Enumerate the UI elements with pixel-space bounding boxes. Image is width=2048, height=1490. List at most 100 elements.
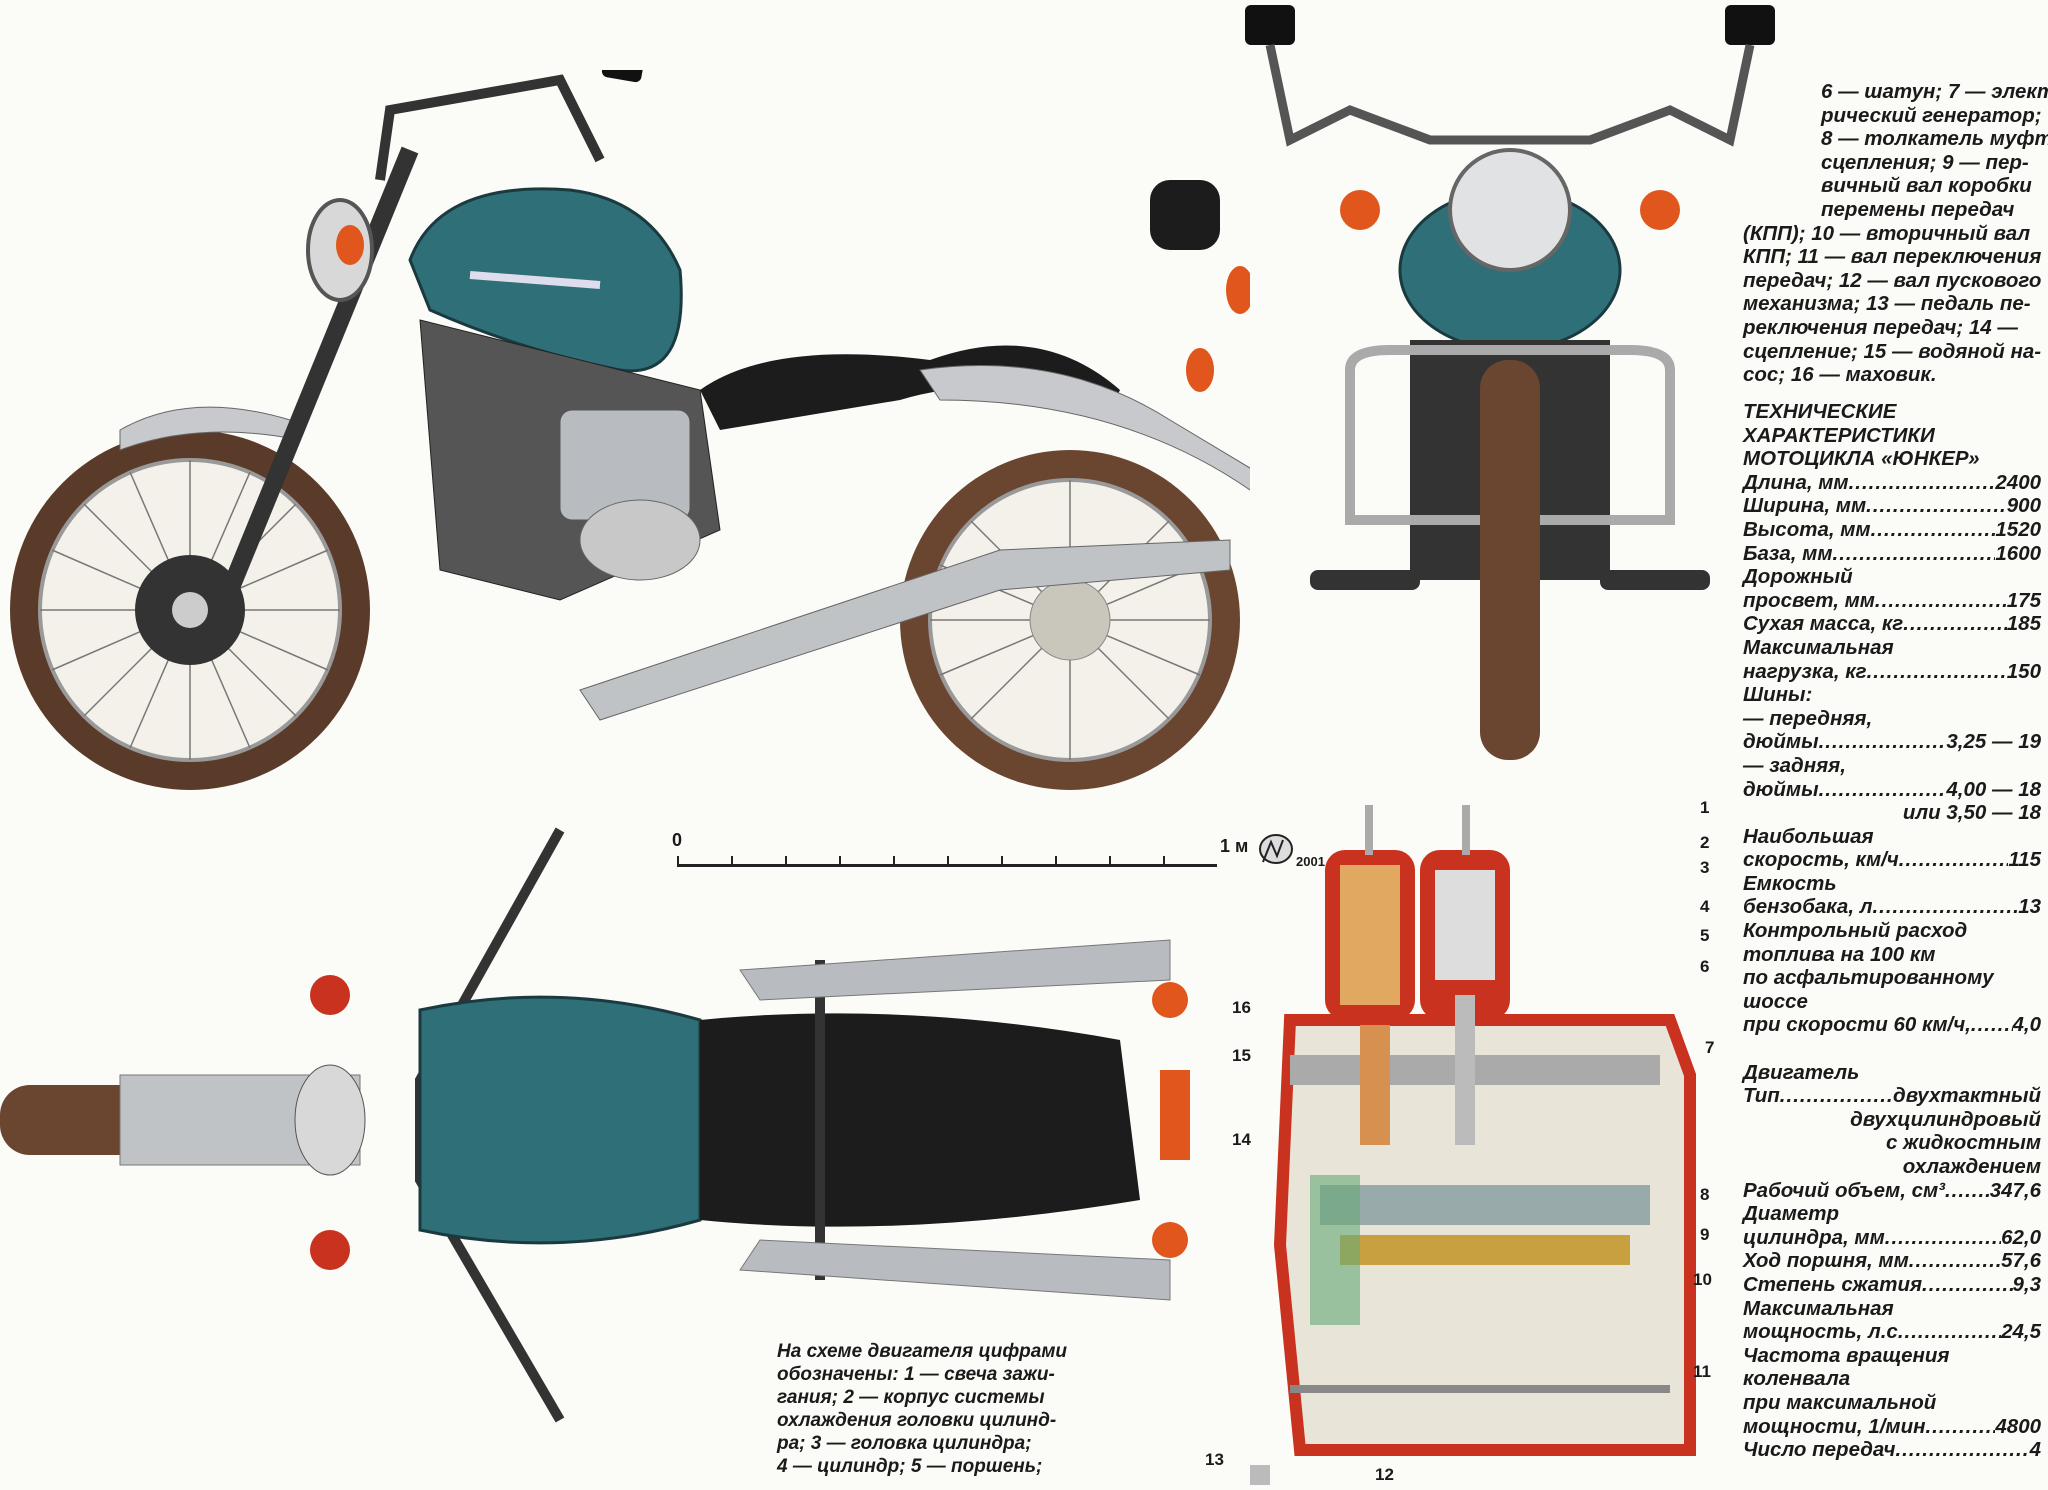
spec-wheelbase: База, мм1600 [1743, 542, 2041, 566]
spec-type-line: с жидкостным [1886, 1131, 2041, 1155]
engine-label-3: 3 [1700, 858, 1710, 877]
engine-label-7: 7 [1705, 1038, 1715, 1057]
engine-label-6: 6 [1700, 957, 1710, 976]
spec-stroke: Ход поршня, мм57,6 [1743, 1249, 2041, 1273]
spec-compression: Степень сжатия9,3 [1743, 1273, 2041, 1297]
spec-rear-tire-alt: или 3,50 — 18 [1902, 801, 2041, 825]
spec-type: Типдвухтактный [1743, 1084, 2041, 1108]
caption-line: обозначены: 1 — свеча зажи- [777, 1364, 1055, 1385]
engine-label-4: 4 [1700, 897, 1710, 916]
spec-engine-heading: Двигатель [1743, 1060, 1860, 1084]
spec-height: Высота, мм1520 [1743, 518, 2041, 542]
engine-label-10: 10 [1693, 1270, 1712, 1289]
caption-line: На схеме двигателя цифрами [777, 1341, 1067, 1362]
spec-type-line: двухцилиндровый [1850, 1107, 2041, 1131]
legend-line: механизма; 13 — педаль пе- [1743, 292, 2031, 316]
spec-rpm: мощности, 1/мин4800 [1743, 1415, 2041, 1439]
spec-tank: бензобака, л13 [1743, 895, 2041, 919]
scale-bar: 0 1 м 2001 [672, 830, 1332, 880]
spec-front-tire-label: — передняя, [1743, 706, 1873, 730]
engine-label-16: 16 [1232, 998, 1251, 1017]
front-wheel [10, 430, 370, 790]
legend-line: 8 — толкатель муфты [1821, 127, 2048, 151]
spec-displacement: Рабочий объем, см³347,6 [1743, 1179, 2041, 1203]
spec-rpm-label: при максимальной [1743, 1390, 1937, 1414]
caption-line: ра; 3 — головка цилиндра; [777, 1433, 1032, 1454]
spec-rear-tire-label: — задняя, [1743, 753, 1846, 777]
spec-bore: цилиндра, мм62,0 [1743, 1226, 2041, 1250]
motorcycle-top-view [0, 827, 1190, 1423]
caption-line: гания; 2 — корпус системы [777, 1387, 1045, 1408]
engine-diagram [1250, 805, 1696, 1485]
legend-line: 6 — шатун; 7 — элект- [1821, 80, 2048, 103]
headlight [1448, 148, 1572, 272]
engine-label-9: 9 [1700, 1225, 1710, 1244]
spec-max-speed: скорость, км/ч115 [1743, 848, 2041, 872]
crash-bar [1345, 345, 1675, 525]
legend-line: сос; 16 — маховик. [1743, 363, 1937, 387]
legend-line: вичный вал коробки [1821, 174, 2032, 198]
engine-label-12: 12 [1375, 1465, 1394, 1484]
engine-label-14: 14 [1232, 1130, 1251, 1149]
spec-max-load: нагрузка, кг150 [1743, 660, 2041, 684]
spec-max-load-label: Максимальная [1743, 635, 1894, 659]
legend-line: КПП; 11 — вал переключения [1743, 245, 2042, 269]
spec-bore-label: Диаметр [1743, 1202, 1840, 1226]
caption-line: охлаждения головки цилинд- [777, 1410, 1057, 1431]
legend-line: (КПП); 10 — вторичный вал [1743, 221, 2031, 245]
engine-label-15: 15 [1232, 1046, 1251, 1065]
spec-tank-label: Емкость [1743, 871, 1837, 895]
spec-power: мощность, л.с24,5 [1743, 1320, 2041, 1344]
spec-fuel: при скорости 60 км/ч,4,0 [1743, 1013, 2041, 1037]
spec-rpm-label: Частота вращения коленвала [1743, 1343, 1950, 1391]
scale-start: 0 [672, 830, 683, 850]
engine-label-8: 8 [1700, 1185, 1710, 1204]
engine-label-11: 11 [1693, 1362, 1711, 1381]
legend-line: перемены передач [1821, 197, 2015, 221]
backrest [1150, 180, 1220, 250]
fuel-tank [418, 995, 702, 1245]
specs-title: ХАРАКТЕРИСТИКИ [1743, 423, 1935, 447]
engine-label-5: 5 [1700, 926, 1710, 945]
spec-clearance-label: Дорожный [1743, 565, 1853, 589]
handlebar [1265, 44, 1755, 147]
spec-fuel-label: Контрольный расход [1743, 919, 1968, 943]
spec-front-tire: дюймы3,25 — 19 [1743, 730, 2041, 754]
seat [700, 1013, 1140, 1227]
scale-year: 2001 [1296, 854, 1325, 869]
rear-wheel [900, 450, 1240, 790]
motorcycle-front-view [1245, 5, 1775, 760]
spec-dry-mass: Сухая масса, кг185 [1743, 612, 2041, 636]
legend-line: сцепление; 15 — водяной на- [1743, 339, 2042, 363]
specs-title: ТЕХНИЧЕСКИЕ [1743, 400, 1897, 423]
handlebar [375, 74, 605, 181]
engine-label-2: 2 [1700, 833, 1710, 852]
publisher-logo-icon [1259, 834, 1293, 864]
spec-type-line: охлаждением [1902, 1155, 2041, 1178]
specifications: ТЕХНИЧЕСКИЕ ХАРАКТЕРИСТИКИ МОТОЦИКЛА «ЮН… [1743, 400, 2041, 1462]
spec-gears: Число передач4 [1743, 1438, 2041, 1462]
engine-label-1: 1 [1700, 798, 1710, 817]
spec-fuel-label: по асфальтированному шоссе [1743, 966, 1994, 1013]
legend-line: рический генератор; [1821, 103, 2042, 127]
legend-line: передач; 12 — вал пускового [1743, 268, 2042, 292]
cylinders [1325, 805, 1510, 1020]
engine-legend-text: 6 — шатун; 7 — элект- рический генератор… [1743, 80, 2048, 387]
motorcycle-side-view [10, 70, 1250, 790]
spec-width: Ширина, мм900 [1743, 494, 2041, 518]
specs-title: МОТОЦИКЛА «ЮНКЕР» [1743, 447, 1980, 471]
spec-length: Длина, мм2400 [1743, 471, 2041, 495]
front-fork [221, 146, 419, 594]
spec-fuel-label: топлива на 100 км [1743, 942, 1936, 966]
spec-clearance: просвет, мм175 [1743, 589, 2041, 613]
engine-caption: На схеме двигателя цифрами обозначены: 1… [777, 1340, 1069, 1478]
legend-line: сцепления; 9 — пер- [1821, 150, 2029, 174]
spec-power-label: Максимальная [1743, 1296, 1894, 1320]
spec-tires-heading: Шины: [1743, 683, 1813, 707]
rear-fender [919, 365, 1250, 491]
caption-line: 4 — цилиндр; 5 — поршень; [777, 1456, 1043, 1477]
exhaust [579, 539, 1231, 721]
spec-max-speed-label: Наибольшая [1743, 824, 1874, 848]
engine-label-13: 13 [1205, 1450, 1224, 1469]
scale-end: 1 м [1220, 836, 1249, 856]
